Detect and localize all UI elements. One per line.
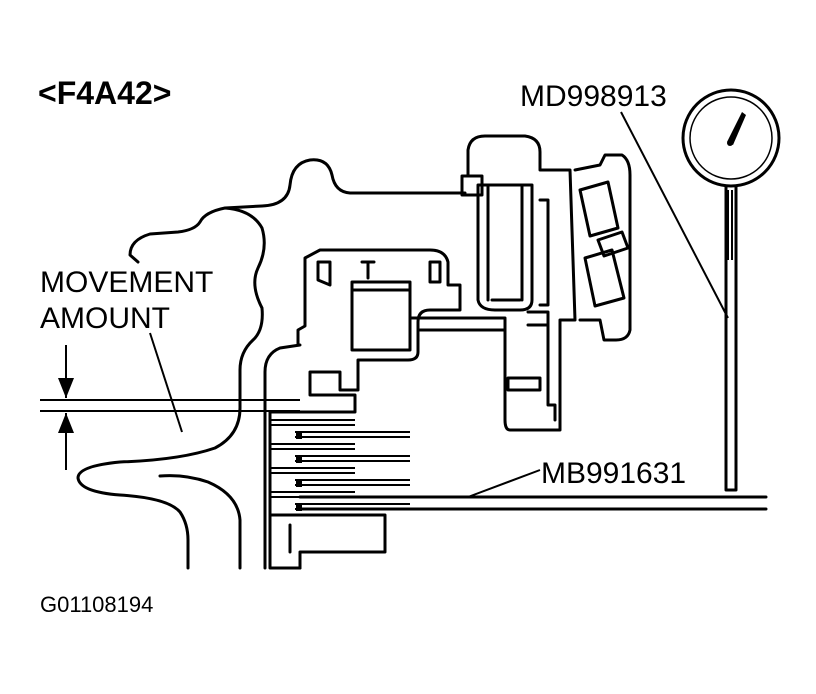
spring-pin — [360, 260, 376, 280]
movement-label-line2: AMOUNT — [40, 302, 170, 335]
housing-inner-wall — [263, 343, 302, 570]
special-tool-leader — [467, 469, 541, 498]
hub-lower — [506, 323, 557, 422]
tool-bar — [298, 495, 768, 511]
clutch-plate-stack — [268, 410, 410, 570]
hub-ring — [460, 174, 534, 312]
hub-inner — [526, 198, 550, 327]
piston-block — [350, 280, 412, 352]
figure-id: G01108194 — [40, 592, 153, 617]
special-tool-label: MB991631 — [541, 457, 686, 490]
dial-gauge — [681, 88, 781, 492]
piston-cavity — [316, 260, 442, 287]
movement-leader — [149, 332, 183, 433]
bearing-roller-upper — [578, 180, 620, 238]
housing-outline — [76, 158, 467, 570]
dial-gauge-leader — [620, 111, 729, 319]
bearing-housing — [573, 153, 632, 342]
movement-dimension — [40, 345, 300, 470]
hub-body — [466, 134, 577, 432]
movement-label-line1: MOVEMENT — [40, 266, 213, 299]
dial-gauge-label: MD998913 — [520, 80, 667, 113]
variant-label: <F4A42> — [38, 75, 171, 111]
piston-channel — [408, 316, 507, 332]
clutch-retainer — [268, 248, 462, 414]
bearing-race — [596, 230, 630, 258]
bearing-roller-lower — [583, 248, 626, 308]
